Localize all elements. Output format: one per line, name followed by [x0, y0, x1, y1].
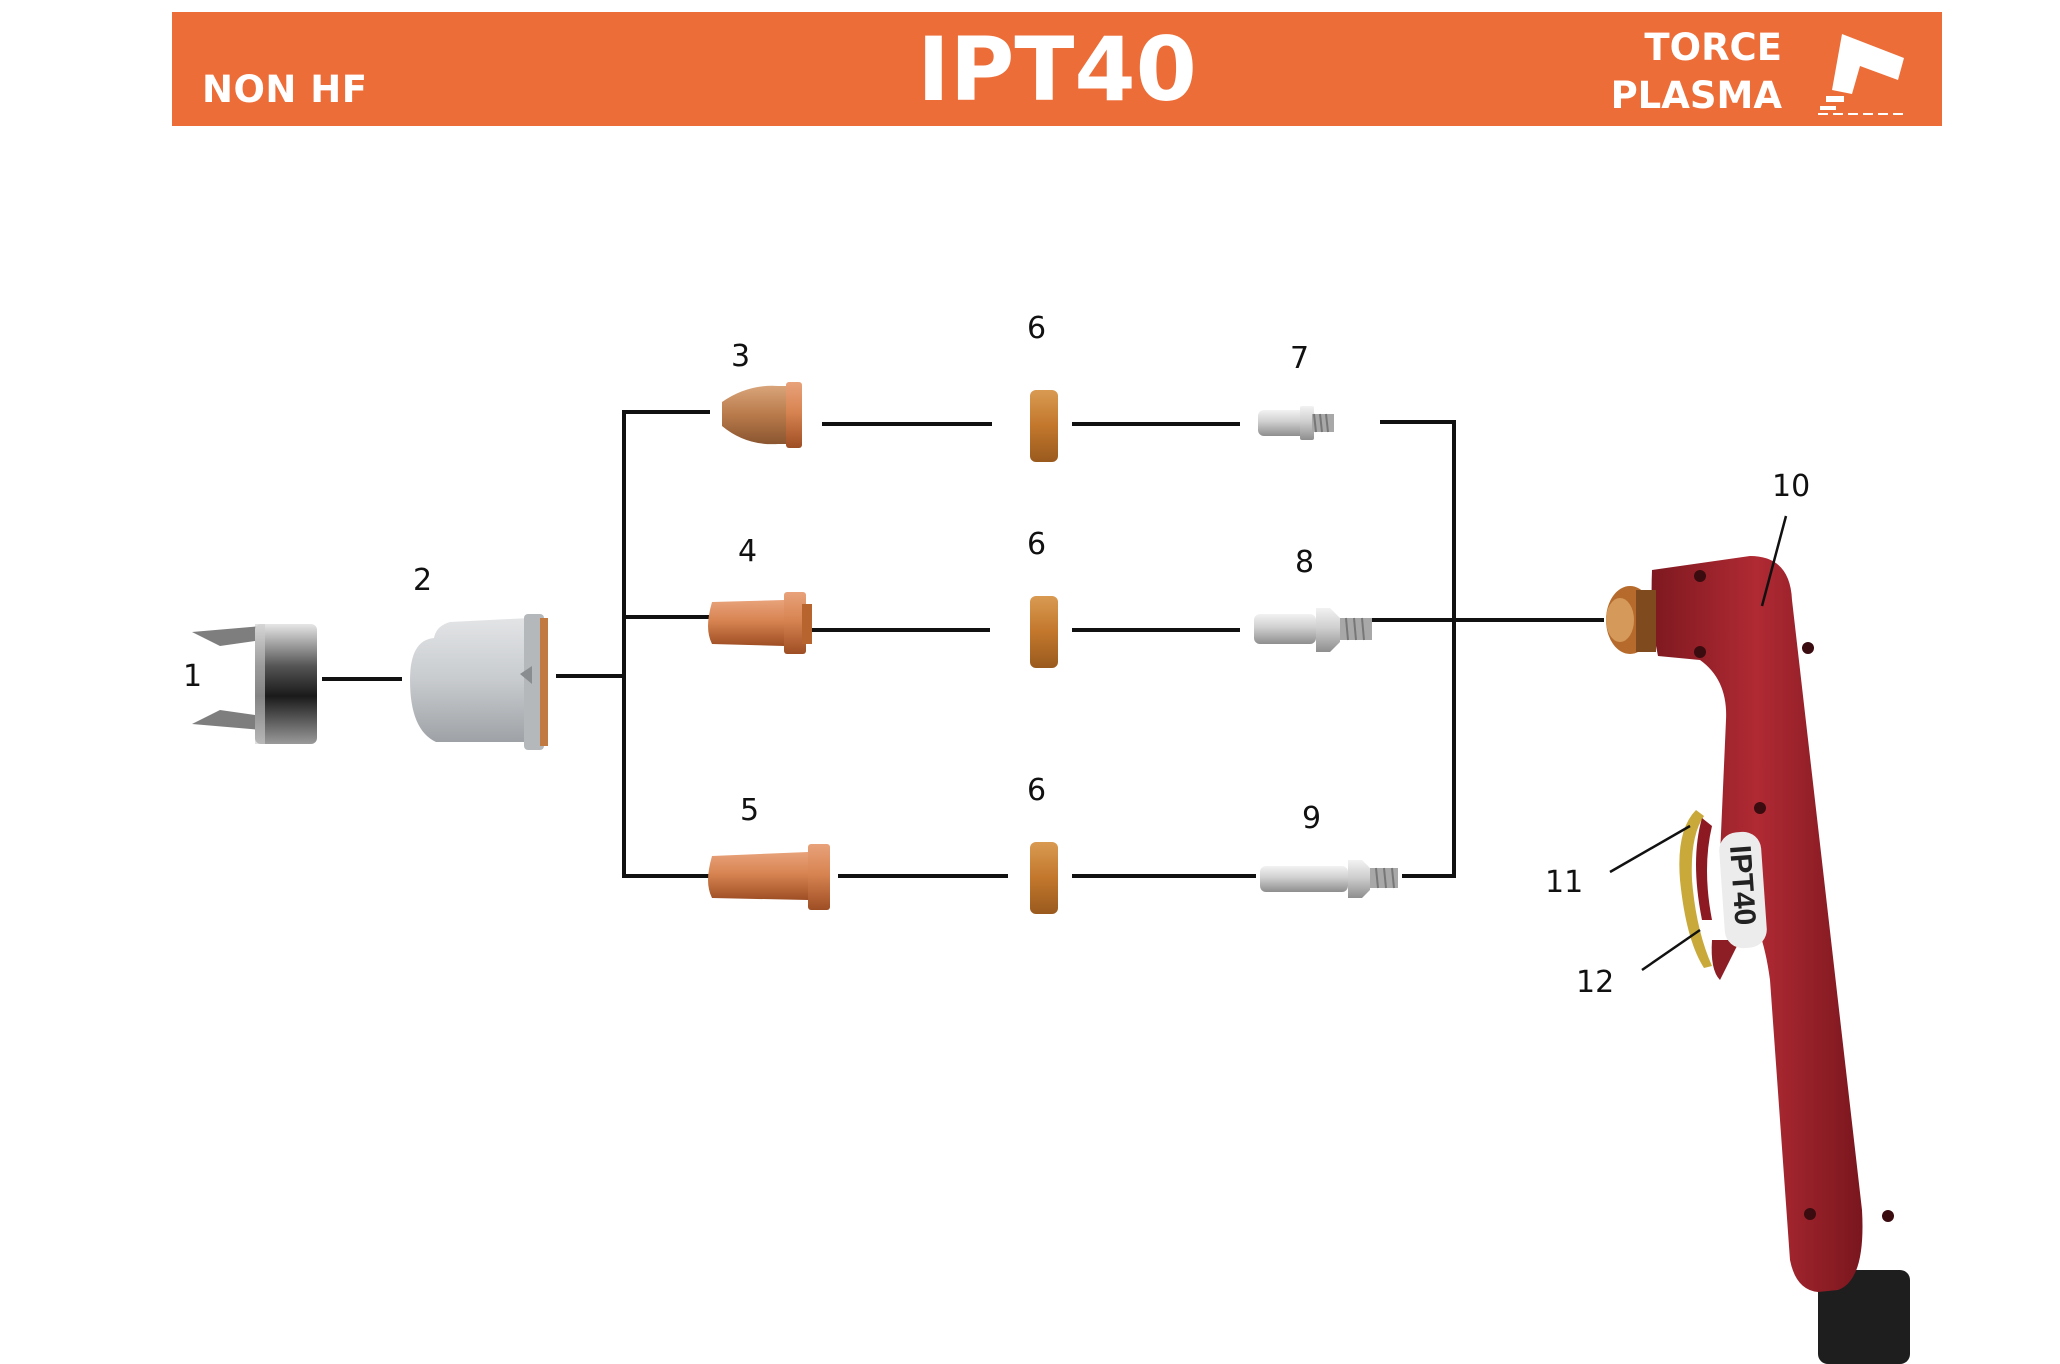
label-part-5: 5	[740, 793, 759, 828]
part-12-trigger-guard	[1696, 818, 1712, 920]
category-label-line2: PLASMA	[1610, 74, 1782, 117]
part-4-nozzle-medium	[708, 592, 812, 654]
part-10-torch-body: IPT40	[1606, 556, 1910, 1364]
label-part-10: 10	[1772, 469, 1810, 504]
label-part-12: 12	[1576, 965, 1614, 1000]
category-label: TORCE PLASMA	[1611, 24, 1782, 120]
part-7-electrode-short	[1258, 406, 1334, 440]
part-6b-swirl-ring	[1030, 596, 1058, 668]
label-part-6a: 6	[1027, 311, 1046, 346]
label-part-6b: 6	[1027, 527, 1046, 562]
part-11-trigger	[1679, 810, 1712, 968]
label-part-4: 4	[738, 534, 757, 569]
part-9-electrode-long	[1260, 860, 1398, 898]
part-8-electrode-medium	[1254, 608, 1372, 652]
header-banner: NON HF IPT40 TORCE PLASMA	[172, 12, 1942, 126]
label-part-11: 11	[1545, 865, 1583, 900]
torch-logo-icon	[1818, 34, 1906, 115]
part-6c-swirl-ring	[1030, 842, 1058, 914]
part-3-nozzle-short	[722, 382, 802, 448]
page-title: IPT40	[917, 18, 1197, 121]
label-part-2: 2	[413, 563, 432, 598]
torch-handle-label: IPT40	[1723, 844, 1762, 926]
connector-lines	[322, 410, 1604, 878]
part-1-shield-cup	[192, 624, 317, 744]
part-2-retaining-cup	[410, 614, 548, 750]
label-part-1: 1	[183, 659, 202, 694]
part-number-labels: 1 2 3 4 5 6 6 6 7 8 9 10 11 12	[183, 311, 1810, 1000]
leader-lines	[1609, 515, 1788, 972]
label-part-9: 9	[1302, 801, 1321, 836]
part-6a-swirl-ring	[1030, 390, 1058, 462]
label-part-6c: 6	[1027, 773, 1046, 808]
category-label-line1: TORCE	[1644, 26, 1782, 69]
non-hf-label: NON HF	[202, 68, 368, 111]
label-part-3: 3	[731, 339, 750, 374]
label-part-7: 7	[1290, 341, 1309, 376]
part-5-nozzle-long	[708, 844, 830, 910]
label-part-8: 8	[1295, 545, 1314, 580]
